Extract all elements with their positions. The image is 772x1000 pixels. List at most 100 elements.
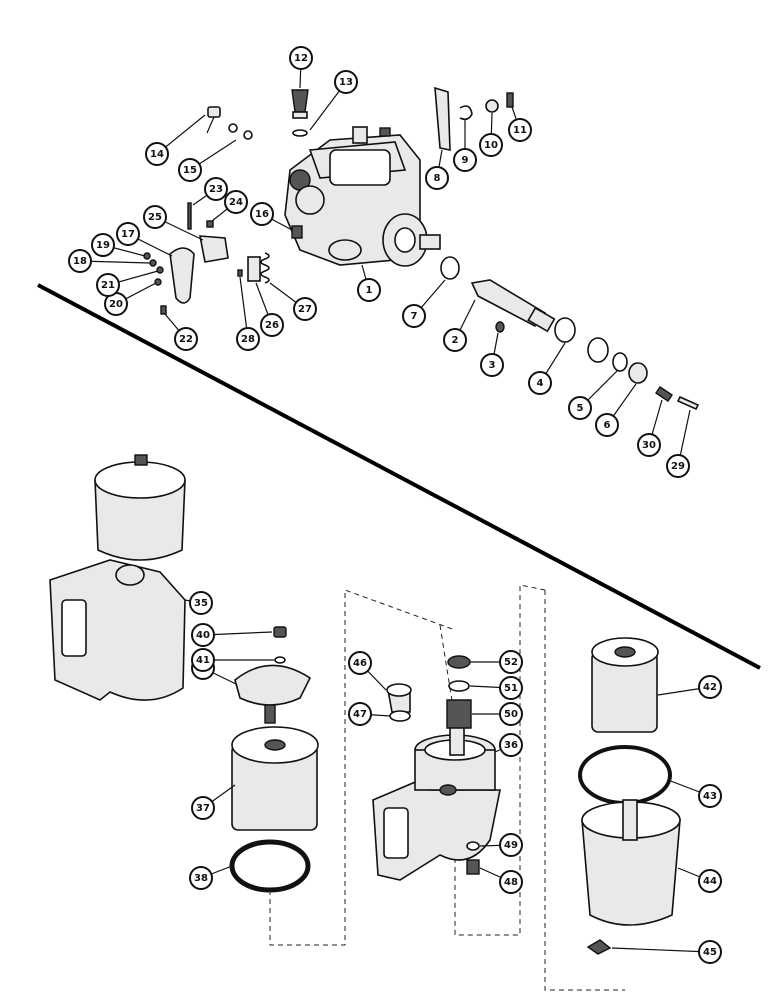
callout-44: 44 xyxy=(677,867,722,893)
callout-circle-23 xyxy=(204,177,228,201)
dashed-guide-46-52 xyxy=(439,584,546,936)
callout-label-26: 26 xyxy=(265,320,279,331)
callout-1: 1 xyxy=(357,264,381,302)
callout-13: 13 xyxy=(309,70,358,131)
callout-47: 47 xyxy=(348,702,391,726)
callout-label-8: 8 xyxy=(434,173,441,184)
part-51-washer xyxy=(448,680,470,692)
leader-line-45 xyxy=(611,947,711,953)
callout-label-18: 18 xyxy=(73,256,87,267)
callout-circle-16 xyxy=(250,202,274,226)
callout-label-17: 17 xyxy=(121,229,135,240)
callout-18: 18 xyxy=(68,249,151,273)
part-24-nut xyxy=(206,220,214,228)
callout-43: 43 xyxy=(667,779,722,808)
part-16-plug xyxy=(291,225,303,239)
callout-label-41: 41 xyxy=(196,655,210,666)
callout-11: 11 xyxy=(508,106,532,142)
callout-28: 28 xyxy=(236,276,260,351)
callout-label-24: 24 xyxy=(229,197,243,208)
callout-36: 36 xyxy=(494,733,523,757)
callout-41: 41 xyxy=(191,648,274,672)
callout-circle-35 xyxy=(189,591,213,615)
callout-label-11: 11 xyxy=(513,125,527,136)
callout-label-28: 28 xyxy=(241,334,255,345)
callout-15: 15 xyxy=(178,139,237,182)
callout-label-51: 51 xyxy=(504,683,518,694)
part-48-drain-plug xyxy=(466,859,480,875)
callout-label-48: 48 xyxy=(504,877,518,888)
callout-circle-44 xyxy=(698,869,722,893)
part-29-pin xyxy=(676,395,700,411)
callout-label-44: 44 xyxy=(703,876,717,887)
part-42-filter-element xyxy=(591,637,659,733)
callout-21: 21 xyxy=(96,270,159,297)
part-25-bracket xyxy=(199,235,229,263)
part-2-drive-shaft xyxy=(470,279,556,333)
callout-49: 49 xyxy=(479,833,523,857)
callout-label-29: 29 xyxy=(671,461,685,472)
callout-circle-27 xyxy=(293,297,317,321)
part-5-washer xyxy=(612,352,628,372)
part-39-filter-head xyxy=(234,664,312,724)
callout-label-7: 7 xyxy=(411,311,418,322)
callout-circle-8 xyxy=(425,166,449,190)
callout-circle-14 xyxy=(145,142,169,166)
callout-circle-11 xyxy=(508,118,532,142)
part-18-screw xyxy=(149,259,157,267)
callout-label-3: 3 xyxy=(489,360,496,371)
callout-4: 4 xyxy=(528,342,566,395)
callout-label-38: 38 xyxy=(194,873,208,884)
callout-24: 24 xyxy=(211,190,248,222)
callout-circle-4 xyxy=(528,371,552,395)
callout-label-5: 5 xyxy=(577,403,584,414)
dashed-guide-37-38 xyxy=(269,589,456,946)
callout-circle-28 xyxy=(236,327,260,351)
callout-circle-3 xyxy=(480,353,504,377)
part-30-spring xyxy=(655,386,673,402)
callout-label-35: 35 xyxy=(194,598,208,609)
callout-label-25: 25 xyxy=(148,212,162,223)
part-12-fitting xyxy=(291,89,309,119)
callout-30: 30 xyxy=(637,399,663,457)
callout-label-12: 12 xyxy=(294,53,308,64)
part-41-washer xyxy=(274,656,286,664)
dashed-guide-42-45 xyxy=(544,590,625,991)
part-20-screw xyxy=(154,278,162,286)
part-4-bearing-a xyxy=(554,317,576,343)
part-26-plate xyxy=(247,256,261,282)
callout-label-19: 19 xyxy=(96,240,110,251)
callout-label-16: 16 xyxy=(255,209,269,220)
callout-circle-15 xyxy=(178,158,202,182)
callout-label-2: 2 xyxy=(452,335,459,346)
callout-16: 16 xyxy=(250,202,293,231)
part-35-filter-assembly xyxy=(49,454,186,701)
callout-51: 51 xyxy=(469,676,523,700)
callout-label-36: 36 xyxy=(504,740,518,751)
callout-label-4: 4 xyxy=(537,378,544,389)
callout-circle-47 xyxy=(348,702,372,726)
callout-circle-45 xyxy=(698,940,722,964)
callout-circle-36 xyxy=(499,733,523,757)
callout-label-9: 9 xyxy=(462,155,469,166)
part-23-screw xyxy=(187,202,192,230)
callout-label-15: 15 xyxy=(183,165,197,176)
part-47-gasket xyxy=(389,710,411,722)
part-15-washer-b xyxy=(243,130,253,140)
part-52-valve xyxy=(447,655,471,669)
part-45-drain-cock xyxy=(586,939,612,955)
callout-38: 38 xyxy=(189,865,233,890)
callout-label-49: 49 xyxy=(504,840,518,851)
callout-37: 37 xyxy=(191,784,236,820)
callout-label-13: 13 xyxy=(339,77,353,88)
part-4-bearing-b xyxy=(587,337,609,363)
callout-label-30: 30 xyxy=(642,440,656,451)
callout-label-50: 50 xyxy=(504,709,518,720)
part-50-spring xyxy=(446,699,472,729)
callout-circle-7 xyxy=(402,304,426,328)
callout-9: 9 xyxy=(453,120,477,172)
part-11-screw xyxy=(506,92,514,108)
part-44-filter-bowl xyxy=(581,799,681,926)
callout-23: 23 xyxy=(192,177,228,206)
callout-circle-18 xyxy=(68,249,92,273)
